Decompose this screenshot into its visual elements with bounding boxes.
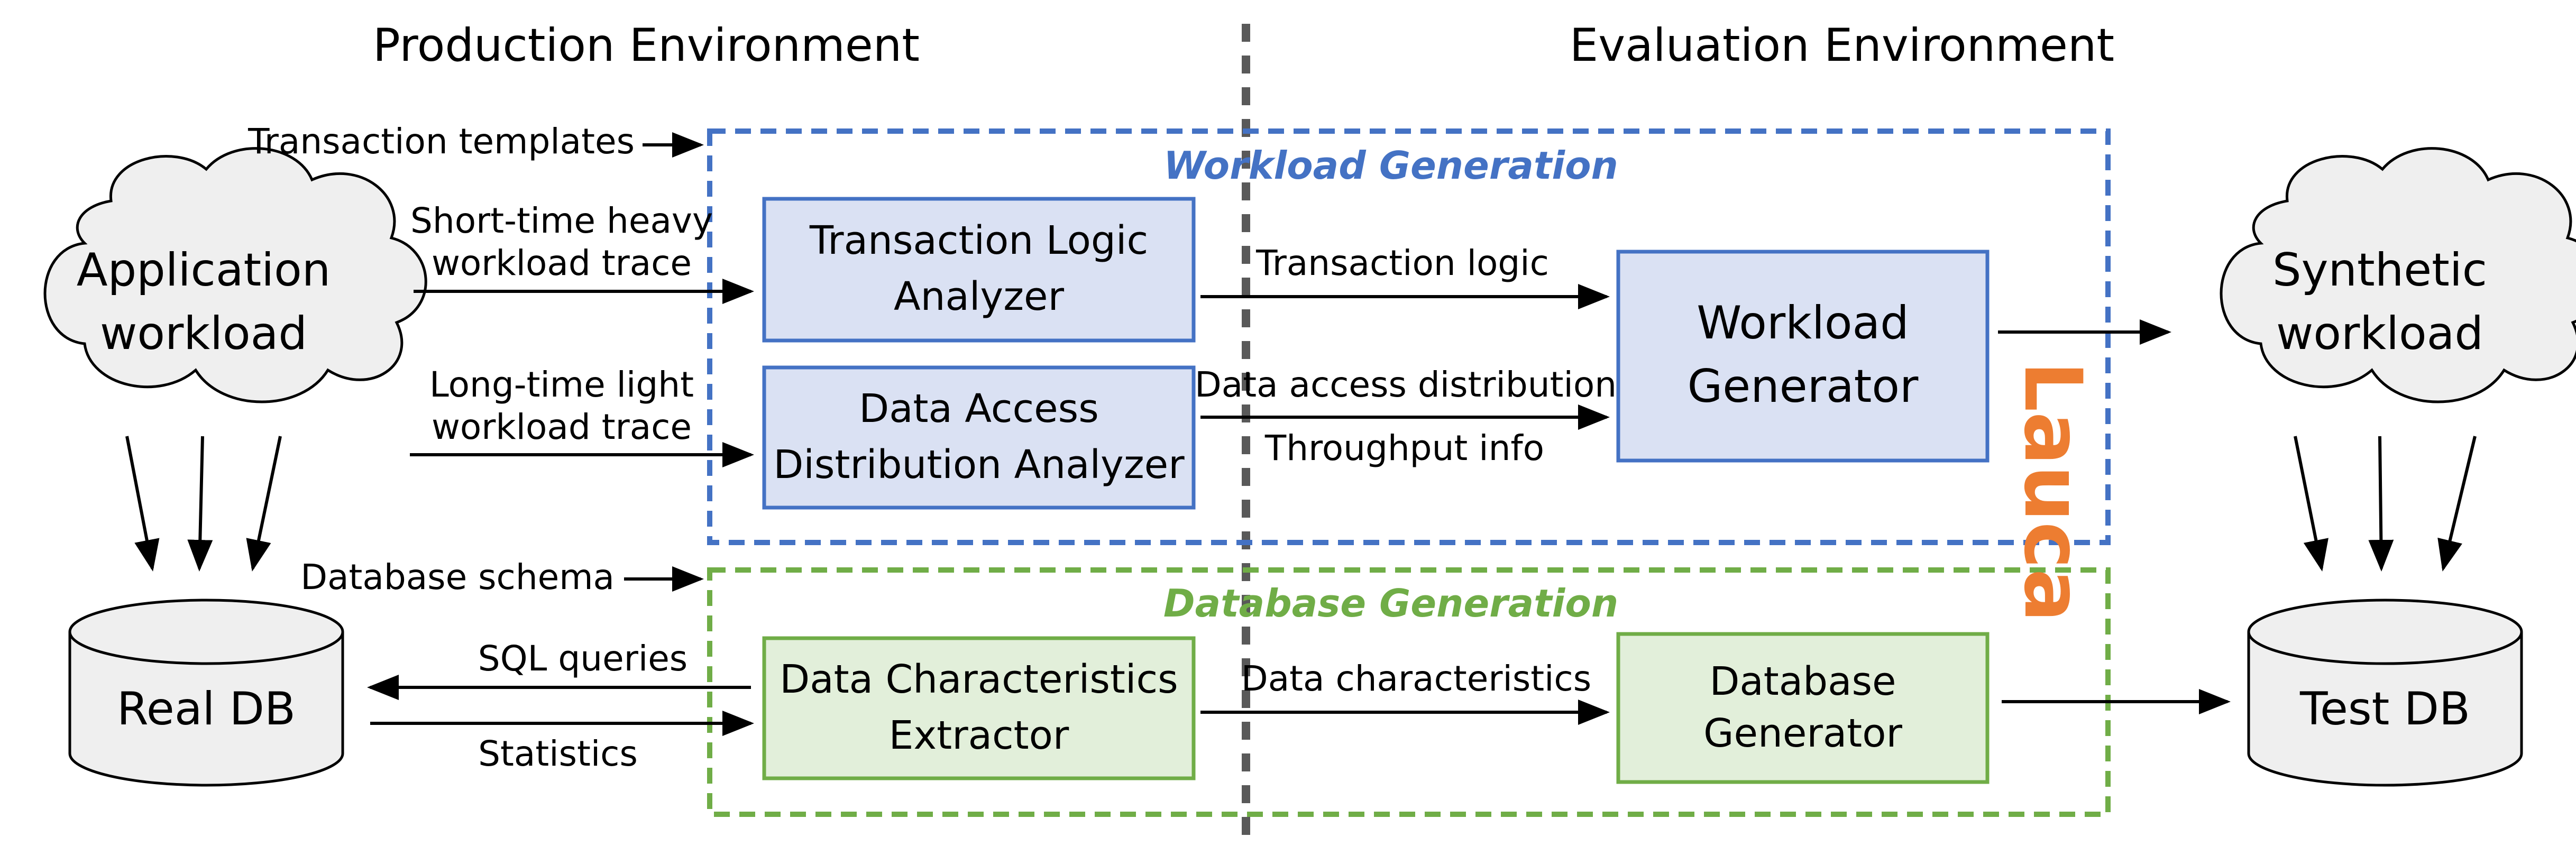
transaction-logic-analyzer-label-line1: Transaction Logic (809, 218, 1148, 263)
data-access-analyzer-label-line2: Distribution Analyzer (773, 442, 1185, 488)
application-workload-label-line2: workload (100, 307, 307, 360)
data-characteristics-label: Data characteristics (1241, 658, 1591, 699)
lauca-label: Lauca (2006, 361, 2098, 622)
transaction-logic-label: Transaction logic (1255, 243, 1549, 283)
evaluation-environment-header: Evaluation Environment (1570, 19, 2114, 72)
transaction-templates-label: Transaction templates (247, 121, 635, 162)
long-trace-label-line1: Long-time light (429, 364, 694, 405)
long-trace-label-line2: workload trace (432, 407, 692, 447)
real-db-label: Real DB (117, 683, 296, 735)
workload-generator-label-line2: Generator (1688, 360, 1919, 413)
production-environment-header: Production Environment (373, 19, 920, 72)
synthetic-workload-label-line2: workload (2276, 307, 2483, 360)
sql-queries-label: SQL queries (478, 638, 687, 679)
database-schema-label: Database schema (300, 557, 615, 597)
data-characteristics-extractor-box: Data Characteristics Extractor (762, 636, 1196, 780)
database-generation-frame (707, 567, 2111, 817)
database-generator-label-line2: Generator (1703, 711, 1902, 756)
data-characteristics-extractor-label-line1: Data Characteristics (780, 657, 1178, 702)
transaction-logic-analyzer-box: Transaction Logic Analyzer (762, 197, 1196, 343)
database-generator-label-line1: Database (1709, 659, 1896, 704)
test-db-label: Test DB (2299, 683, 2470, 735)
database-generator-box: Database Generator (1616, 632, 1990, 784)
statistics-label: Statistics (478, 733, 638, 774)
short-trace-label-line1: Short-time heavy (410, 200, 713, 241)
short-trace-label-line2: workload trace (432, 243, 692, 283)
throughput-info-label: Throughput info (1264, 428, 1544, 468)
data-access-distribution-label: Data access distribution (1195, 364, 1617, 405)
synthetic-workload-label-line1: Synthetic (2272, 244, 2487, 297)
workload-generation-frame (707, 128, 2111, 545)
transaction-logic-analyzer-label-line2: Analyzer (894, 274, 1065, 319)
application-to-real-db-arrows (125, 436, 282, 572)
test-db-cylinder: Test DB (2247, 599, 2523, 787)
synthetic-workload-cloud: Synthetic workload (2220, 147, 2576, 403)
workload-generator-label-line1: Workload (1697, 297, 1909, 350)
real-db-cylinder: Real DB (68, 599, 344, 787)
synthetic-to-test-db-arrows (2294, 436, 2477, 572)
application-workload-cloud: Application workload (43, 147, 427, 403)
data-access-analyzer-label-line1: Data Access (859, 386, 1099, 431)
database-generation-title: Database Generation (1163, 581, 1618, 626)
workload-generator-box: Workload Generator (1616, 250, 1990, 463)
data-access-distribution-analyzer-box: Data Access Distribution Analyzer (762, 365, 1196, 510)
application-workload-label-line1: Application (77, 244, 331, 297)
workload-generation-title: Workload Generation (1163, 143, 1618, 188)
data-characteristics-extractor-label-line2: Extractor (889, 713, 1069, 758)
